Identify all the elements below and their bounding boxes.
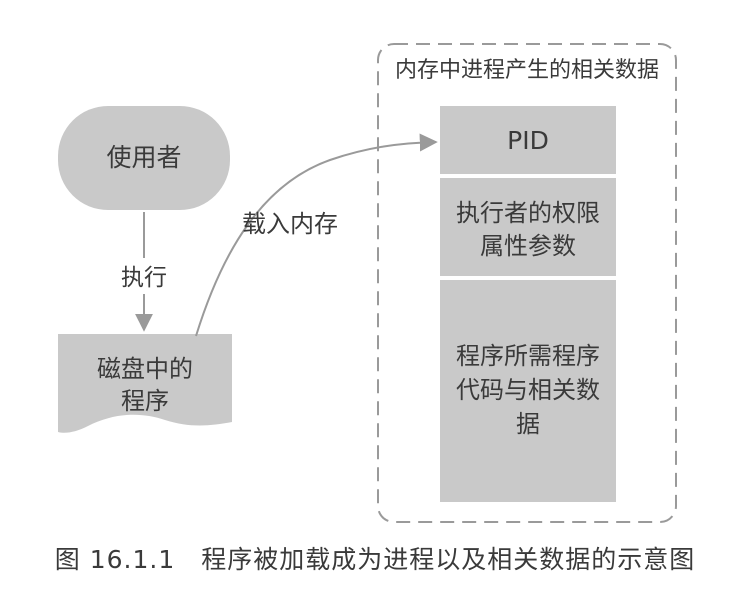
pid-block bbox=[440, 106, 616, 174]
code-label-line3: 据 bbox=[516, 410, 540, 438]
disk-program-label-line2: 程序 bbox=[121, 387, 169, 415]
disk-program-label-line1: 磁盘中的 bbox=[97, 355, 193, 383]
memory-title: 内存中进程产生的相关数据 bbox=[395, 58, 659, 83]
execute-label: 执行 bbox=[121, 265, 167, 291]
load-label: 载入内存 bbox=[242, 210, 338, 238]
load-arrow bbox=[195, 133, 438, 337]
permissions-label-line1: 执行者的权限 bbox=[456, 199, 600, 227]
memory-container bbox=[377, 43, 677, 523]
user-node bbox=[58, 106, 230, 210]
code-block bbox=[440, 280, 616, 502]
permissions-block bbox=[440, 178, 616, 276]
figure-caption: 图 16.1.1 程序被加载成为进程以及相关数据的示意图 bbox=[54, 545, 696, 574]
disk-program-node bbox=[58, 334, 232, 433]
user-label: 使用者 bbox=[106, 143, 181, 172]
code-label-line2: 代码与相关数 bbox=[456, 376, 600, 404]
permissions-label-line2: 属性参数 bbox=[480, 232, 576, 260]
pid-label: PID bbox=[507, 126, 549, 155]
code-label-line1: 程序所需程序 bbox=[456, 342, 600, 370]
